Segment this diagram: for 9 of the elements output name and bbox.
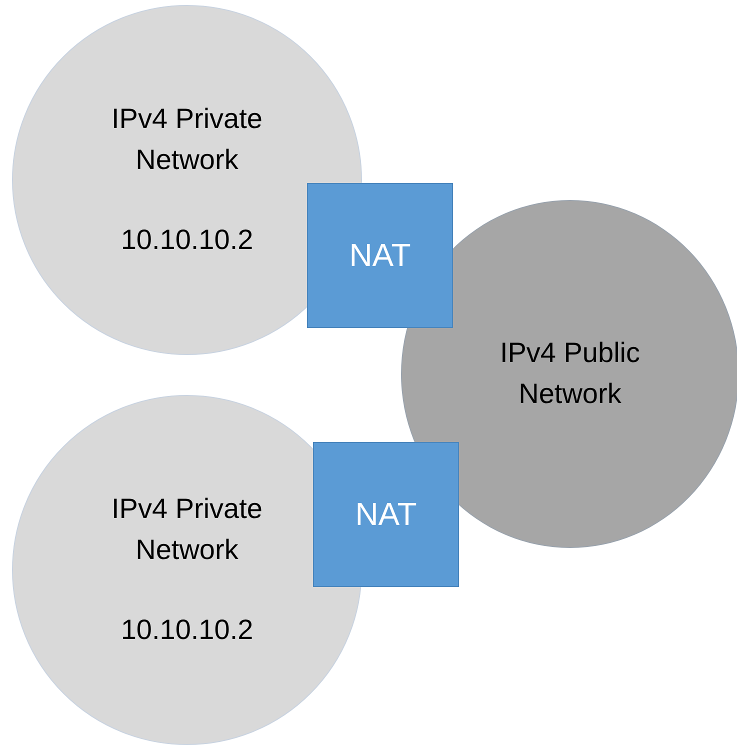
network-label: IPv4 Public Network: [498, 336, 642, 411]
ip-address: 10.10.10.2: [120, 223, 254, 258]
network-label: IPv4 Private Network: [110, 492, 264, 567]
ip-address: 10.10.10.2: [120, 613, 254, 648]
nat-box: [313, 442, 459, 587]
nat-label: NAT: [349, 236, 411, 276]
network-label: IPv4 Private Network: [110, 102, 264, 177]
nat-label: NAT: [355, 495, 417, 534]
nat-box: [307, 183, 453, 328]
